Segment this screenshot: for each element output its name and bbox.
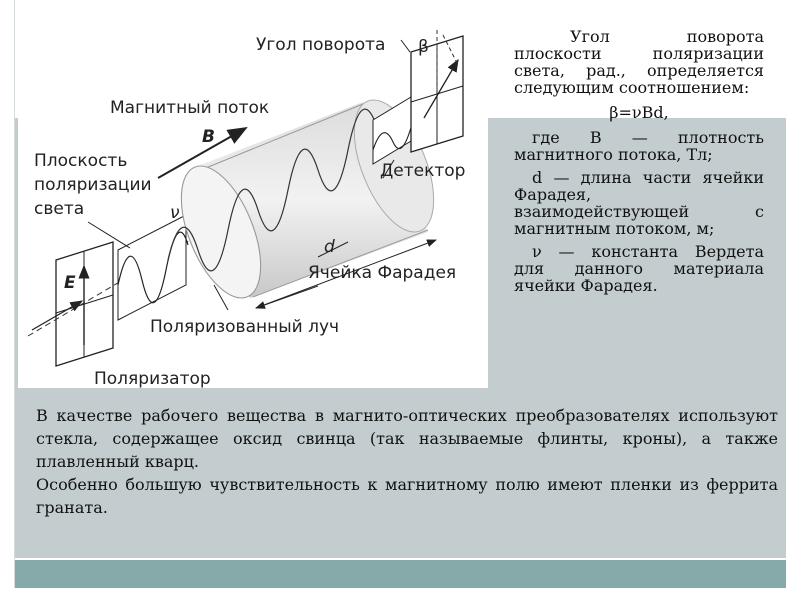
label-beta: β [418, 37, 429, 57]
length-d-line [255, 239, 437, 309]
label-polarization-plane-3: света [34, 199, 84, 219]
label-d: d [324, 237, 335, 257]
label-faraday-cell: Ячейка Фарадея [308, 263, 456, 283]
label-nu: ν [170, 203, 180, 223]
formula: β=νBd, [609, 103, 669, 122]
definition-d: d — длина части ячейки Фарадея, взаимоде… [514, 168, 764, 238]
definition-v: ν — константа Вердета для данного матери… [514, 242, 764, 295]
formula-explanation: Угол поворота плоскости поляризации свет… [514, 28, 764, 300]
incoming-beam-arrow [31, 300, 84, 331]
bottom-accent-bar [14, 560, 786, 588]
label-polarized-beam: Поляризованный луч [150, 317, 339, 337]
label-magnetic-flux: Магнитный поток [110, 98, 269, 118]
label-polarization-plane-2: поляризации [34, 175, 152, 195]
magnetic-flux-arrow [157, 127, 248, 179]
detector-plate [410, 30, 464, 153]
label-polarizer: Поляризатор [94, 369, 211, 388]
rotating-wave [167, 108, 409, 272]
materials-description: В качестве рабочего вещества в магнито-о… [36, 404, 778, 519]
label-detector: Детектор [380, 161, 465, 181]
paragraph-materials: В качестве рабочего вещества в магнито-о… [36, 406, 778, 471]
label-b-vector: B [202, 127, 215, 147]
definition-b: где B — плотность магнитного потока, Тл; [514, 128, 764, 164]
label-polarization-plane-1: Плоскость [34, 151, 127, 171]
label-rotation-angle: Угол поворота [256, 35, 385, 55]
paragraph-garnet: Особенно большую чувствительность к магн… [36, 475, 778, 517]
label-e-vector: E [64, 273, 76, 293]
left-border-line [14, 0, 15, 588]
faraday-effect-diagram: Угол поворота β Магнитный поток B Плоско… [18, 10, 488, 388]
intro-text: Угол поворота плоскости поляризации свет… [514, 27, 764, 97]
polarization-plane-ribbon [117, 214, 187, 321]
